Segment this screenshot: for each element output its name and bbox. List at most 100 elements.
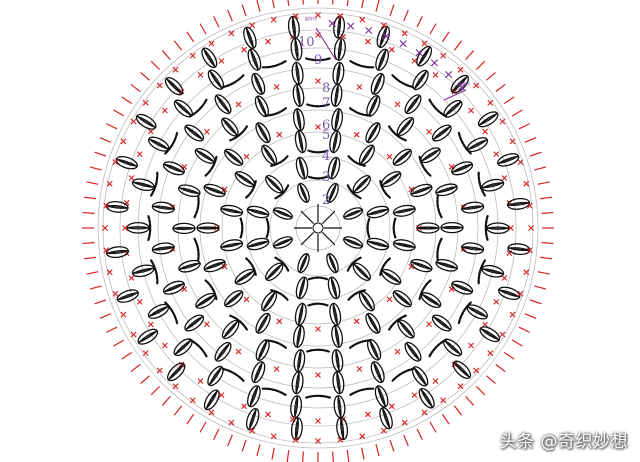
single-crochet bbox=[249, 22, 256, 29]
cluster-stitch bbox=[173, 338, 193, 357]
single-crochet bbox=[204, 321, 210, 328]
chain-stitch bbox=[229, 314, 248, 331]
chain-stitch bbox=[147, 215, 152, 241]
single-crochet bbox=[501, 175, 508, 181]
cluster-stitch bbox=[135, 113, 157, 130]
chain-stitch bbox=[307, 276, 329, 281]
edge-stitch bbox=[465, 50, 475, 60]
edge-stitch bbox=[99, 137, 112, 143]
single-crochet bbox=[243, 153, 250, 160]
edge-stitch bbox=[150, 60, 161, 71]
edge-stitch bbox=[389, 439, 395, 452]
cluster-stitch bbox=[295, 276, 309, 300]
chain-stitch bbox=[270, 155, 289, 167]
single-crochet bbox=[526, 247, 533, 254]
edge-stitch bbox=[173, 405, 183, 416]
cluster-stitch bbox=[366, 237, 390, 251]
cluster-stitch bbox=[392, 204, 416, 217]
cluster-stitch bbox=[184, 314, 205, 332]
edge-stitch bbox=[227, 9, 233, 22]
edge-stitch bbox=[441, 413, 450, 425]
watermark-text: 头条 @奇织妙想 bbox=[499, 432, 628, 452]
edge-stitch bbox=[130, 363, 141, 373]
cluster-stitch bbox=[203, 389, 220, 411]
chain-stitch bbox=[164, 131, 179, 155]
marker-stitch bbox=[365, 26, 373, 34]
cluster-stitch bbox=[297, 253, 310, 274]
cluster-stitch bbox=[481, 264, 505, 278]
edge-stitch bbox=[113, 339, 125, 347]
cluster-stitch bbox=[343, 236, 364, 249]
single-crochet bbox=[197, 71, 204, 78]
single-crochet bbox=[517, 290, 524, 297]
single-crochet bbox=[359, 433, 366, 440]
chain-stitch bbox=[164, 301, 179, 325]
cluster-stitch bbox=[247, 385, 261, 408]
chain-stitch bbox=[379, 180, 391, 199]
cluster-stitch bbox=[221, 117, 239, 137]
cluster-stitch bbox=[396, 116, 415, 137]
edge-stitch bbox=[486, 375, 496, 385]
single-crochet bbox=[509, 138, 516, 145]
edge-stitch bbox=[227, 434, 233, 447]
chain-stitch bbox=[305, 57, 331, 62]
single-crochet bbox=[315, 12, 321, 18]
chain-stitch bbox=[366, 217, 371, 239]
cluster-stitch bbox=[486, 222, 510, 235]
single-crochet bbox=[359, 16, 366, 23]
single-crochet bbox=[130, 331, 137, 338]
single-crochet bbox=[386, 153, 393, 160]
cluster-stitch bbox=[251, 72, 266, 95]
chain-stitch bbox=[306, 103, 330, 108]
cluster-stitch bbox=[329, 130, 342, 154]
chain-stitch bbox=[193, 237, 200, 262]
cluster-stitch bbox=[234, 268, 256, 285]
single-crochet bbox=[189, 397, 196, 404]
cluster-stitch bbox=[105, 200, 129, 213]
chain-stitch bbox=[193, 194, 200, 219]
round-number-labels: 2 3 4 5 6 7 8 9 10 起针位 结束位 bbox=[298, 15, 470, 208]
chain-stitch bbox=[150, 259, 159, 285]
single-crochet bbox=[241, 46, 248, 53]
cluster-stitch bbox=[245, 408, 260, 431]
cluster-stitch bbox=[162, 161, 185, 176]
chain-stitch bbox=[347, 289, 366, 301]
single-crochet bbox=[523, 180, 530, 187]
chain-stitch bbox=[477, 171, 486, 197]
cluster-stitch bbox=[366, 95, 381, 117]
cluster-stitch bbox=[293, 349, 306, 373]
edge-stitch bbox=[537, 271, 550, 275]
cluster-stitch bbox=[420, 292, 442, 309]
edge-stitch bbox=[511, 109, 523, 117]
cluster-stitch bbox=[327, 156, 341, 180]
edge-stitch bbox=[503, 351, 515, 360]
guide-ring bbox=[245, 155, 391, 301]
chain-stitch bbox=[307, 149, 329, 154]
single-crochet bbox=[426, 321, 432, 328]
cluster-stitch bbox=[147, 303, 170, 319]
chain-stitch bbox=[221, 74, 245, 89]
edge-stitch bbox=[541, 211, 554, 214]
edge-stitch bbox=[150, 385, 161, 396]
cluster-stitch bbox=[376, 25, 391, 48]
chain-stitch bbox=[391, 367, 415, 382]
marker-stitch bbox=[430, 59, 439, 67]
chain-stitch bbox=[388, 314, 407, 331]
cluster-stitch bbox=[358, 144, 375, 166]
cluster-stitch bbox=[177, 184, 201, 198]
single-crochet bbox=[421, 40, 428, 47]
single-crochet bbox=[457, 66, 464, 73]
single-crochet bbox=[523, 269, 530, 276]
cluster-stitch bbox=[151, 242, 175, 255]
cluster-stitch bbox=[411, 366, 429, 387]
edge-stitch bbox=[453, 40, 463, 51]
cluster-stitch bbox=[498, 286, 521, 301]
cluster-stitch bbox=[331, 324, 344, 348]
single-crochet bbox=[487, 99, 494, 106]
marker-line bbox=[315, 27, 337, 61]
cluster-stitch bbox=[126, 221, 150, 234]
marker-stitch bbox=[399, 40, 407, 48]
cluster-stitch bbox=[291, 371, 304, 395]
edge-stitch bbox=[287, 0, 290, 6]
cluster-stitch bbox=[461, 201, 485, 214]
